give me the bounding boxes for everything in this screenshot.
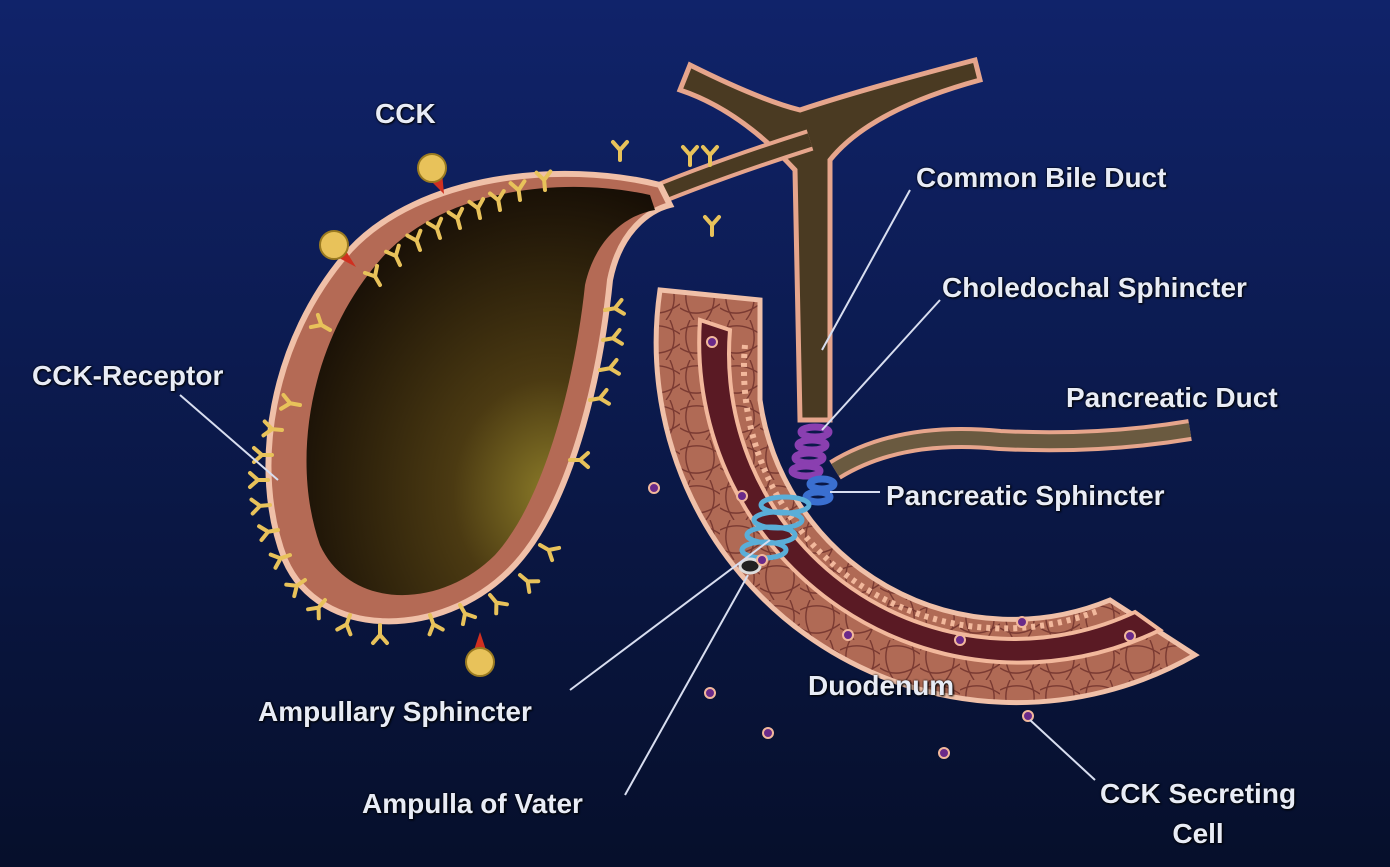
label-common-bile-duct: Common Bile Duct bbox=[916, 162, 1166, 194]
cck-secreting-cell bbox=[737, 491, 747, 501]
label-ampulla-of-vater: Ampulla of Vater bbox=[362, 788, 583, 820]
label-cck-secreting-line1: CCK Secreting bbox=[1100, 778, 1296, 810]
label-choledochal-sphincter: Choledochal Sphincter bbox=[942, 272, 1247, 304]
cck-secreting-cell bbox=[649, 483, 659, 493]
cck-secreting-cell bbox=[757, 555, 767, 565]
label-duodenum: Duodenum bbox=[808, 670, 954, 702]
cck-secreting-cell bbox=[1023, 711, 1033, 721]
label-cck: CCK bbox=[375, 98, 436, 130]
cck-secreting-cell bbox=[939, 748, 949, 758]
label-cck-receptor: CCK-Receptor bbox=[32, 360, 223, 392]
cck-secreting-cell bbox=[1125, 631, 1135, 641]
cck-secreting-cell bbox=[1017, 617, 1027, 627]
label-cck-secreting-line2: Cell bbox=[1100, 818, 1296, 850]
cck-secreting-cell bbox=[763, 728, 773, 738]
label-ampullary-sphincter: Ampullary Sphincter bbox=[258, 696, 532, 728]
cck-secreting-cell bbox=[707, 337, 717, 347]
label-pancreatic-sphincter: Pancreatic Sphincter bbox=[886, 480, 1165, 512]
cck-secreting-cell bbox=[705, 688, 715, 698]
label-cck-secreting-cell: CCK Secreting Cell bbox=[1100, 778, 1296, 850]
pancreatic-sphincter bbox=[806, 479, 834, 502]
label-pancreatic-duct: Pancreatic Duct bbox=[1066, 382, 1278, 414]
cck-secreting-cell bbox=[955, 635, 965, 645]
cck-secreting-cell bbox=[843, 630, 853, 640]
